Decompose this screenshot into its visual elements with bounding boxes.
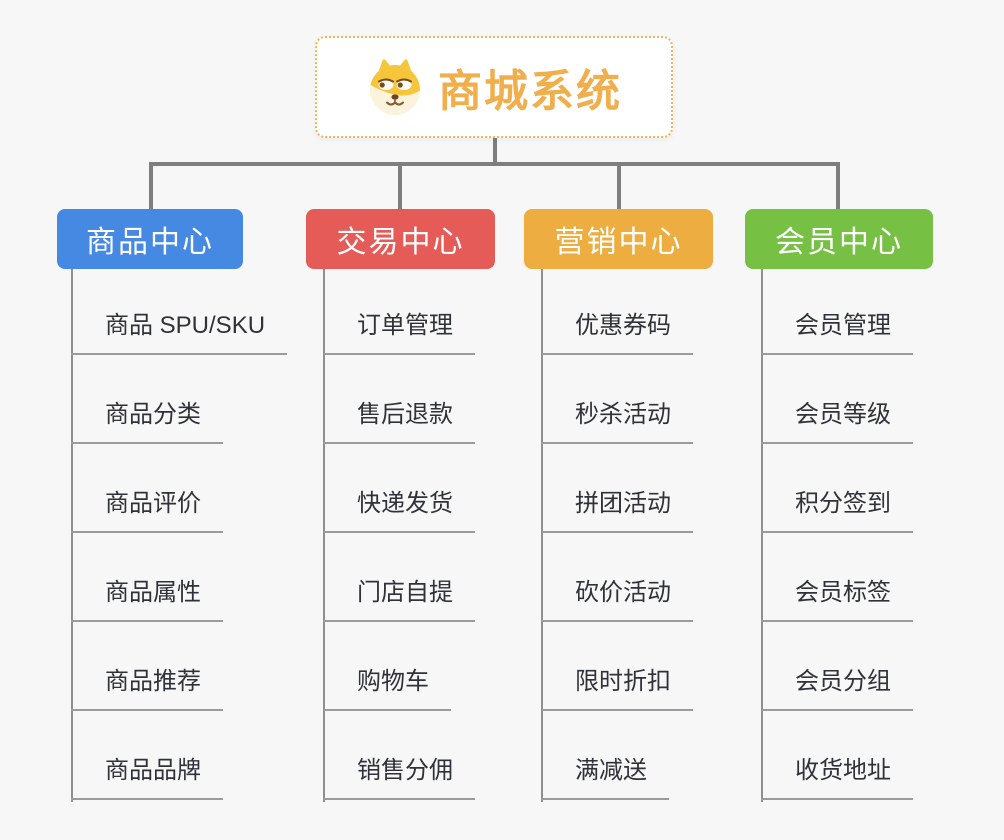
root-topic-title: 商城系统 bbox=[438, 67, 622, 116]
branch-trunk-line bbox=[541, 269, 543, 802]
dog-face-icon bbox=[366, 58, 424, 116]
child-topic[interactable]: 秒杀活动 bbox=[541, 400, 693, 444]
child-topic[interactable]: 优惠券码 bbox=[541, 311, 693, 355]
child-topic[interactable]: 门店自提 bbox=[323, 578, 475, 622]
child-topic[interactable]: 销售分佣 bbox=[323, 756, 475, 800]
child-topic[interactable]: 订单管理 bbox=[323, 311, 475, 355]
child-topic[interactable]: 商品分类 bbox=[71, 400, 223, 444]
child-topic[interactable]: 限时折扣 bbox=[541, 667, 693, 711]
child-topic[interactable]: 砍价活动 bbox=[541, 578, 693, 622]
branch-header-trade[interactable]: 交易中心 bbox=[306, 209, 495, 269]
branch-header-marketing[interactable]: 营销中心 bbox=[524, 209, 713, 269]
child-topic[interactable]: 会员管理 bbox=[761, 311, 913, 355]
branch-header-member[interactable]: 会员中心 bbox=[745, 209, 933, 269]
child-topic[interactable]: 商品评价 bbox=[71, 489, 223, 533]
branch-trunk-line bbox=[761, 269, 763, 802]
child-topic[interactable]: 会员标签 bbox=[761, 578, 913, 622]
child-topic[interactable]: 商品推荐 bbox=[71, 667, 223, 711]
child-topic[interactable]: 商品 SPU/SKU bbox=[71, 311, 288, 355]
child-topic[interactable]: 满减送 bbox=[541, 756, 669, 800]
connector-drop-product bbox=[149, 162, 153, 210]
child-topic[interactable]: 会员等级 bbox=[761, 400, 913, 444]
connector-horizontal bbox=[149, 162, 840, 166]
root-topic[interactable]: 商城系统 bbox=[315, 36, 673, 138]
connector-root-stem bbox=[493, 137, 497, 164]
connector-drop-trade bbox=[398, 162, 402, 210]
child-topic[interactable]: 收货地址 bbox=[761, 756, 913, 800]
branch-trunk-line bbox=[71, 269, 73, 802]
child-topic[interactable]: 拼团活动 bbox=[541, 489, 693, 533]
connector-drop-marketing bbox=[617, 162, 621, 210]
child-topic[interactable]: 商品品牌 bbox=[71, 756, 223, 800]
child-topic[interactable]: 购物车 bbox=[323, 667, 451, 711]
child-topic[interactable]: 售后退款 bbox=[323, 400, 475, 444]
child-topic[interactable]: 快递发货 bbox=[323, 489, 475, 533]
branch-trunk-line bbox=[323, 269, 325, 802]
child-topic[interactable]: 商品属性 bbox=[71, 578, 223, 622]
branch-header-product[interactable]: 商品中心 bbox=[57, 209, 243, 269]
child-topic[interactable]: 会员分组 bbox=[761, 667, 913, 711]
connector-drop-member bbox=[836, 162, 840, 210]
child-topic[interactable]: 积分签到 bbox=[761, 489, 913, 533]
